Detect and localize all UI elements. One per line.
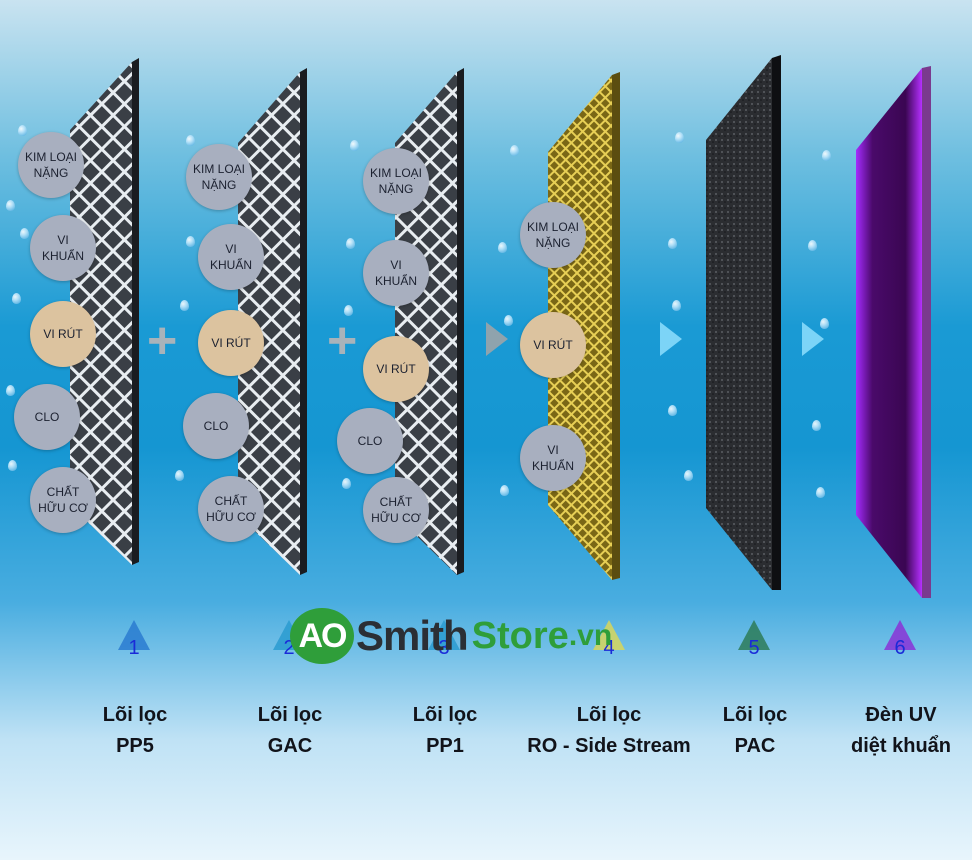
bubble-bacteria: VI KHUẨN [363, 240, 429, 306]
water-drop [344, 305, 353, 316]
stage-number: 5 [748, 637, 760, 659]
water-drop [500, 485, 509, 496]
filter-panel-pp1-edge [457, 68, 464, 575]
stage-caption: Lõi lọc PP5 [102, 704, 168, 757]
water-drop [12, 293, 21, 304]
plus-icon: + [327, 312, 358, 370]
stage-marker-icon [738, 620, 770, 650]
stage-number: 3 [438, 637, 450, 659]
water-drop [684, 470, 693, 481]
filter-panel-gac-edge [300, 68, 307, 575]
bubble-heavy-metal: KIM LOẠI NẶNG [18, 132, 84, 198]
stage-caption: Lõi lọc RO - Side Stream [527, 704, 691, 757]
bubble-organic: CHẤT HỮU CƠ [198, 476, 264, 542]
stage-marker-icon [428, 620, 460, 650]
bubble-organic: CHẤT HỮU CƠ [363, 477, 429, 543]
flow-arrow-icon [660, 322, 682, 356]
brand-logo: AO Smith Store .vn [290, 608, 612, 664]
bubble-bacteria: VI KHUẨN [30, 215, 96, 281]
water-drop [672, 300, 681, 311]
water-drop [812, 420, 821, 431]
bubble-virus: VI RÚT [363, 336, 429, 402]
water-drop [342, 478, 351, 489]
bubble-bacteria: VI KHUẨN [198, 224, 264, 290]
water-drop [20, 228, 29, 239]
stage-number: 4 [603, 637, 615, 659]
uv-lamp-panel [856, 68, 922, 598]
bubble-heavy-metal: KIM LOẠI NẶNG [186, 144, 252, 210]
logo-domain-text: .vn [568, 619, 613, 652]
stage-caption: Lõi lọc GAC [257, 704, 323, 757]
stage-number: 6 [894, 637, 906, 659]
bubble-heavy-metal: KIM LOẠI NẶNG [520, 202, 586, 268]
filter-panel-gac [238, 72, 300, 575]
filter-panel-pp5-edge [132, 58, 139, 565]
bubble-heavy-metal: KIM LOẠI NẶNG [363, 148, 429, 214]
water-drop [822, 150, 831, 161]
bubble-virus: VI RÚT [30, 301, 96, 367]
stage-caption: Lõi lọc PAC [722, 704, 788, 757]
uv-lamp-edge [922, 66, 931, 598]
water-drop [816, 487, 825, 498]
bubble-chlorine: CLO [14, 384, 80, 450]
stage-number: 2 [283, 637, 295, 659]
filter-panel-ro-edge [612, 72, 620, 580]
logo-store-text: Store [471, 614, 569, 657]
water-drop [668, 238, 677, 249]
water-drop [498, 242, 507, 253]
water-drop [350, 140, 359, 151]
stage-marker-icon [884, 620, 916, 650]
bubble-virus: VI RÚT [520, 312, 586, 378]
logo-ao-badge: AO [290, 608, 354, 664]
water-drop [186, 236, 195, 247]
water-drop [675, 132, 684, 143]
filter-panel-pac-edge [772, 55, 781, 590]
water-drop [8, 460, 17, 471]
flow-arrow-icon [486, 322, 508, 356]
logo-smith-text: Smith [356, 612, 469, 659]
water-drop [668, 405, 677, 416]
bubble-chlorine: CLO [183, 393, 249, 459]
stage-caption: Lõi lọc PP1 [412, 704, 478, 757]
bubble-bacteria: VI KHUẨN [520, 425, 586, 491]
stage-marker-icon [118, 620, 150, 650]
water-drop [6, 385, 15, 396]
filter-panel-pp5 [70, 62, 132, 565]
stage-marker-icon [593, 620, 625, 650]
water-drop [175, 470, 184, 481]
stage-number: 1 [128, 637, 140, 659]
water-drop [820, 318, 829, 329]
bubble-chlorine: CLO [337, 408, 403, 474]
water-drop [186, 135, 195, 146]
water-drop [808, 240, 817, 251]
water-drop [346, 238, 355, 249]
bubble-organic: CHẤT HỮU CƠ [30, 467, 96, 533]
flow-arrow-icon [802, 322, 824, 356]
water-drop [510, 145, 519, 156]
water-drop [18, 125, 27, 136]
plus-icon: + [147, 312, 178, 370]
stage-caption: Đèn UV diệt khuẩn [850, 704, 951, 757]
bubble-virus: VI RÚT [198, 310, 264, 376]
water-drop [6, 200, 15, 211]
filter-panel-pac [706, 58, 772, 590]
water-drop [504, 315, 513, 326]
water-drop [180, 300, 189, 311]
